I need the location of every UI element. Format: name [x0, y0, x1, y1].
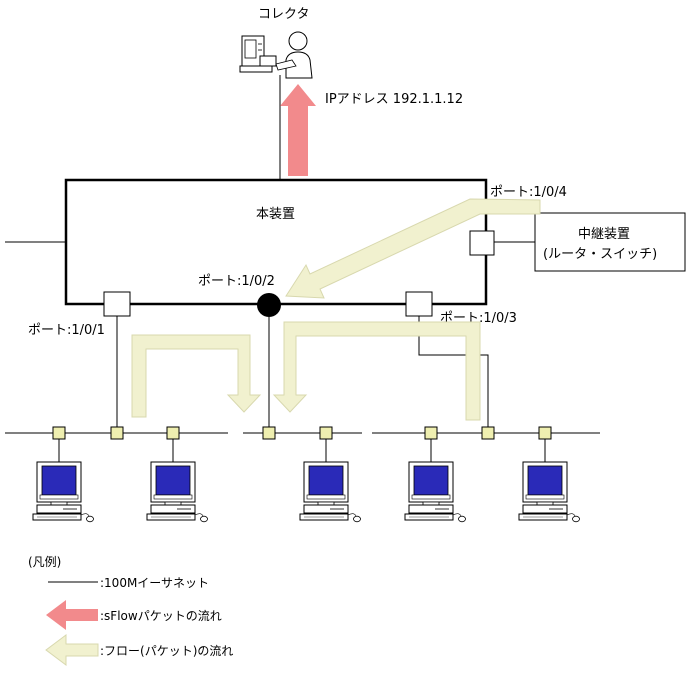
node-square [424, 426, 438, 440]
legend-title: (凡例) [28, 555, 61, 569]
legend-sflow-arrow-icon [46, 600, 98, 630]
port-1-0-2-sampling-point [257, 293, 281, 317]
legend-ethernet-label: :100Mイーサネット [100, 576, 209, 590]
flow-arrow-ingress-icon [285, 198, 541, 299]
port-1-0-4-label: ポート:1/0/4 [490, 185, 567, 200]
node-square [538, 426, 552, 440]
pc-4-icon [404, 461, 466, 523]
port-1-0-1-label: ポート:1/0/1 [28, 323, 105, 338]
collector-person-icon [275, 31, 313, 79]
legend-sflow-label: :sFlowパケットの流れ [100, 609, 222, 623]
pc-2-icon [146, 461, 208, 523]
node-square [166, 426, 180, 440]
pc-3-icon [299, 461, 361, 523]
relay-device-box [534, 212, 686, 272]
port-1-0-2-label: ポート:1/0/2 [198, 274, 275, 289]
collector-ip-label: IPアドレス 192.1.1.12 [325, 92, 463, 107]
node-square [481, 426, 495, 440]
node-square [319, 426, 333, 440]
node-square [52, 426, 66, 440]
relay-line2: (ルータ・スイッチ) [543, 247, 657, 262]
collector-title: コレクタ [258, 7, 309, 22]
flow-arrow-right-icon [272, 321, 481, 421]
node-square [262, 426, 276, 440]
legend-flow-arrow-icon [45, 634, 99, 666]
port-1-0-4-square [469, 230, 495, 256]
collector-workstation-icon [239, 35, 277, 73]
legend-flow-label: :フロー(パケット)の流れ [100, 644, 233, 658]
port-1-0-1-square [103, 291, 131, 317]
flow-arrow-left-icon [131, 334, 262, 418]
device-box [64, 178, 488, 306]
device-title: 本装置 [256, 207, 295, 222]
port-1-0-3-square [405, 291, 433, 317]
relay-line1: 中継装置 [578, 227, 630, 242]
sflow-arrow-icon [280, 84, 316, 176]
node-square [110, 426, 124, 440]
pc-1-icon [32, 461, 94, 523]
pc-5-icon [518, 461, 580, 523]
